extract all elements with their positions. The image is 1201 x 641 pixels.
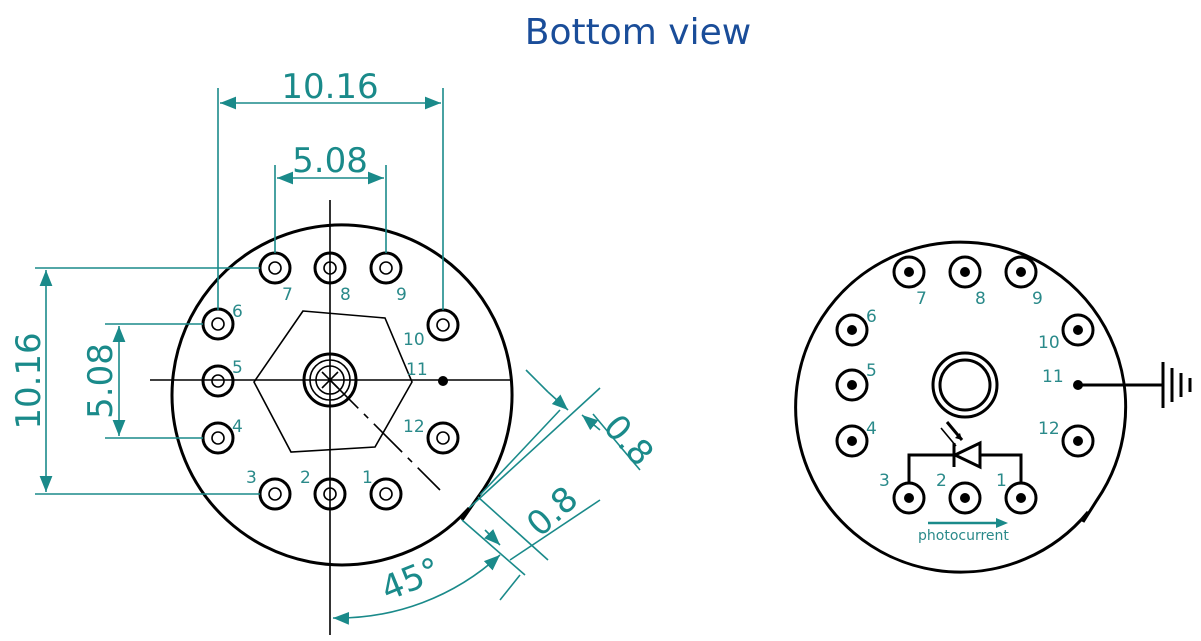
right-pin-8 [948,255,982,289]
right-pin-label-4: 4 [866,419,877,439]
right-center-ring-inner [938,358,992,412]
left-pin-label-10: 10 [403,330,425,350]
right-pin-9 [1004,255,1038,289]
dim-tab-width-label: 0.8 [595,407,661,474]
left-pin-label-6: 6 [232,302,243,322]
left-pin-labels: 3 2 1 4 5 6 7 8 9 10 11 12 [232,285,428,488]
photocurrent-label: photocurrent [918,528,1009,544]
dim-width-inner: 5.08 [274,141,387,253]
left-pin-label-8: 8 [340,285,351,305]
right-pin-2 [948,481,982,515]
right-pin-12 [1061,424,1095,458]
dim-width-inner-label: 5.08 [292,141,368,181]
right-pin-3 [892,481,926,515]
left-pin-12 [426,421,460,455]
left-pin-4 [201,421,235,455]
left-pin-label-11: 11 [406,360,428,380]
right-pin-4 [835,424,869,458]
left-diagonal-centerline [329,379,441,491]
right-pin-label-5: 5 [866,361,877,381]
right-pin-label-8: 8 [975,289,986,309]
left-pin-label-2: 2 [300,468,311,488]
left-pin-5 [201,364,235,398]
right-pin-label-6: 6 [866,307,877,327]
left-pin-2 [313,477,347,511]
right-pin-5 [835,368,869,402]
right-pin-label-2: 2 [936,471,947,491]
right-pin-10 [1061,313,1095,347]
left-hexagon [253,310,413,453]
left-pin-11 [438,376,448,386]
photodiode-icon [907,421,1023,483]
page-title: Bottom view [524,12,752,53]
right-pin-label-10: 10 [1038,333,1060,353]
dim-height-inner: 5.08 [81,323,203,439]
left-socket-drawing: 3 2 1 4 5 6 7 8 9 10 11 12 10.16 5.08 [9,67,661,635]
right-pin-label-1: 1 [996,471,1007,491]
left-pin-label-9: 9 [396,285,407,305]
right-pin-label-9: 9 [1032,289,1043,309]
left-pin-7 [258,251,292,285]
right-pin-label-3: 3 [879,471,890,491]
left-pin-10 [426,308,460,342]
dim-height-inner-label: 5.08 [81,343,121,419]
dim-width-outer: 10.16 [217,67,444,310]
right-pin-6 [835,313,869,347]
left-pin-label-4: 4 [232,417,243,437]
right-pin-label-7: 7 [916,289,927,309]
dim-tab-depth: 0.8 [461,479,601,601]
right-body-outline [794,240,1128,574]
left-pin-label-3: 3 [246,468,257,488]
dim-angle: 45° [332,550,501,625]
right-pin-label-12: 12 [1038,419,1060,439]
left-pin-label-1: 1 [362,468,373,488]
left-pin-3 [258,477,292,511]
left-pin-label-5: 5 [232,358,243,378]
right-center-ring-outer [931,351,999,419]
right-pin-7 [892,255,926,289]
left-pin-1 [369,477,403,511]
right-socket-drawing: 3 2 1 4 5 6 7 8 9 10 11 12 [794,240,1192,574]
left-pin-9 [369,251,403,285]
dim-height-outer: 10.16 [9,267,260,495]
right-pin-label-11: 11 [1042,367,1064,387]
left-pin-label-7: 7 [282,285,293,305]
dim-tab-depth-label: 0.8 [519,479,586,545]
right-pin-1 [1004,481,1038,515]
left-pin-8 [313,251,347,285]
ground-icon [1078,362,1192,408]
right-pin-labels: 3 2 1 4 5 6 7 8 9 10 11 12 [866,289,1064,491]
left-pin-6 [201,307,235,341]
photocurrent-arrow: photocurrent [918,518,1009,544]
dim-width-outer-label: 10.16 [281,67,378,107]
dim-height-outer-label: 10.16 [9,332,49,429]
left-pin-label-12: 12 [403,417,425,437]
